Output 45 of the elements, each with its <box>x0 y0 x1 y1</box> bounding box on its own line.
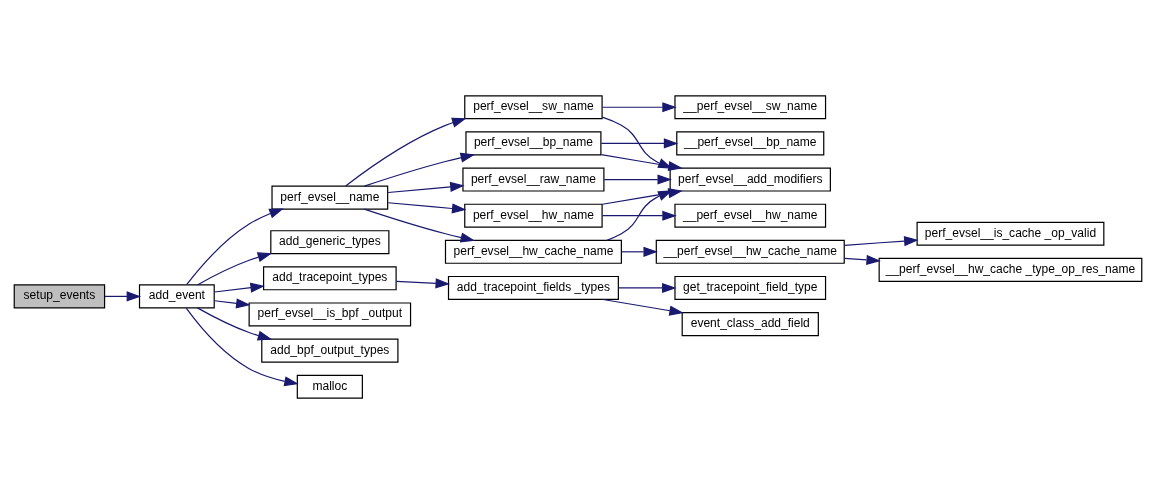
node-box: __perf_evsel__sw_name <box>674 94 827 119</box>
node-box: perf_evsel__bp_name <box>465 130 602 155</box>
arrow <box>620 246 658 257</box>
arrow <box>387 201 467 213</box>
node-box: add_tracepoint_types <box>263 265 397 290</box>
arrow <box>213 297 251 308</box>
node-box: add_tracepoint_fields _types <box>447 275 619 300</box>
arrow <box>600 137 679 148</box>
node-box: __perf_evsel__bp_name <box>676 130 825 155</box>
node-box: __perf_evsel__hw_cache_name <box>655 239 845 264</box>
node-box: perf_evsel__sw_name <box>464 94 603 119</box>
arrow <box>601 210 677 221</box>
arrow <box>363 208 476 242</box>
node-box: perf_evsel__is_bpf _output <box>248 301 412 326</box>
arrow <box>345 117 467 187</box>
arrow <box>196 251 273 285</box>
arrow <box>185 307 299 386</box>
arrow <box>601 101 677 112</box>
node-box: perf_evsel__is_cache _op_valid <box>916 221 1105 246</box>
arrow <box>617 282 677 293</box>
node-box: add_generic_types <box>270 229 390 254</box>
arrow <box>843 235 919 246</box>
arrow <box>602 298 684 316</box>
node-box: perf_evsel__hw_name <box>464 203 603 228</box>
node-box: malloc <box>296 374 363 399</box>
node-box: perf_evsel__raw_name <box>462 167 605 192</box>
node-box: add_event <box>138 283 215 308</box>
node-box: perf_evsel__name <box>271 185 389 210</box>
arrow <box>104 290 142 301</box>
arrow <box>213 282 265 293</box>
node-box: perf_evsel__hw_cache_name <box>444 239 622 264</box>
arrow <box>196 306 273 340</box>
arrow <box>603 173 672 185</box>
arrow <box>363 152 476 187</box>
node-box: add_bpf_output_types <box>261 338 399 363</box>
node-box: perf_evsel__add_modifiers <box>669 167 831 192</box>
arrow <box>395 277 450 288</box>
arrow <box>387 181 465 193</box>
node-box: event_class_add_field <box>681 311 819 336</box>
node-box: __perf_evsel__hw_name <box>674 203 827 228</box>
node-box: __perf_evsel__hw_cache _type_op_res_name <box>878 257 1143 282</box>
arrow <box>186 207 284 285</box>
arrow <box>843 254 881 265</box>
node-box: setup_events <box>13 283 106 308</box>
node-box: get_tracepoint_field_type <box>674 275 827 300</box>
